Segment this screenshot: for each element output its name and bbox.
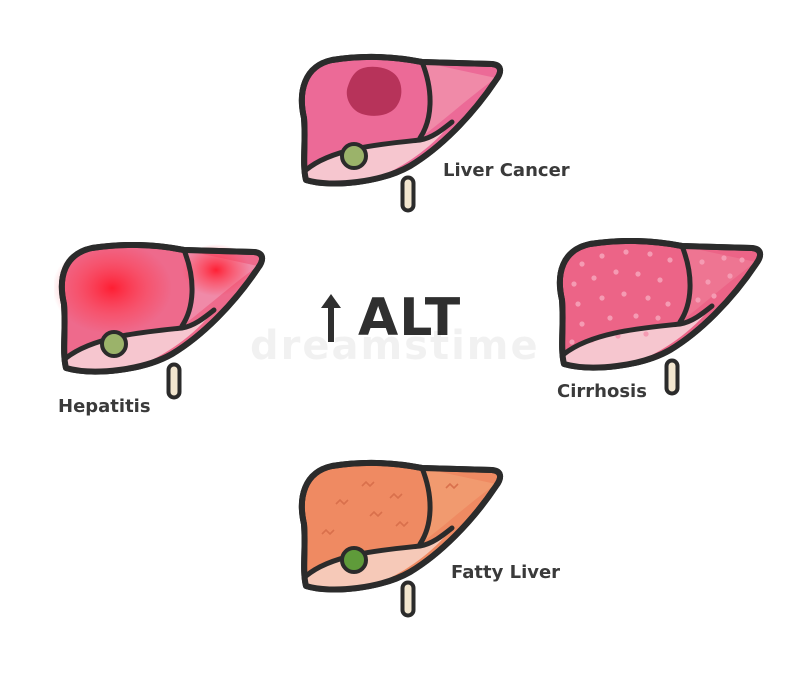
alt-text: ALT	[358, 288, 462, 348]
watermark: dreamstime	[250, 323, 540, 369]
hepatitis-shape	[54, 242, 266, 400]
cirrhosis-shape	[556, 238, 764, 396]
inflammation-spot	[182, 244, 250, 296]
fatty-liver-illustration	[298, 459, 504, 618]
hepatitis-label: Hepatitis	[58, 396, 151, 417]
liver-cancer-label: Liver Cancer	[443, 160, 570, 181]
gallbladder-icon	[340, 546, 368, 574]
fat-streaks	[321, 480, 459, 536]
inflammation-spot	[54, 242, 172, 334]
fatty-liver-label: Fatty Liver	[451, 562, 561, 583]
gallbladder-icon	[340, 142, 368, 170]
liver-cancer-illustration	[298, 53, 504, 213]
tumor-mass	[346, 66, 402, 116]
fatty-liver-shape	[298, 459, 504, 618]
up-arrow-icon	[321, 294, 341, 342]
cirrhosis-nodules	[569, 249, 745, 345]
hepatitis-illustration	[54, 242, 266, 400]
cirrhosis-illustration	[556, 238, 764, 396]
alt-title: ALT	[318, 290, 461, 346]
liver-cancer-shape	[298, 53, 504, 213]
gallbladder-icon	[100, 330, 128, 358]
cirrhosis-label: Cirrhosis	[557, 381, 647, 402]
